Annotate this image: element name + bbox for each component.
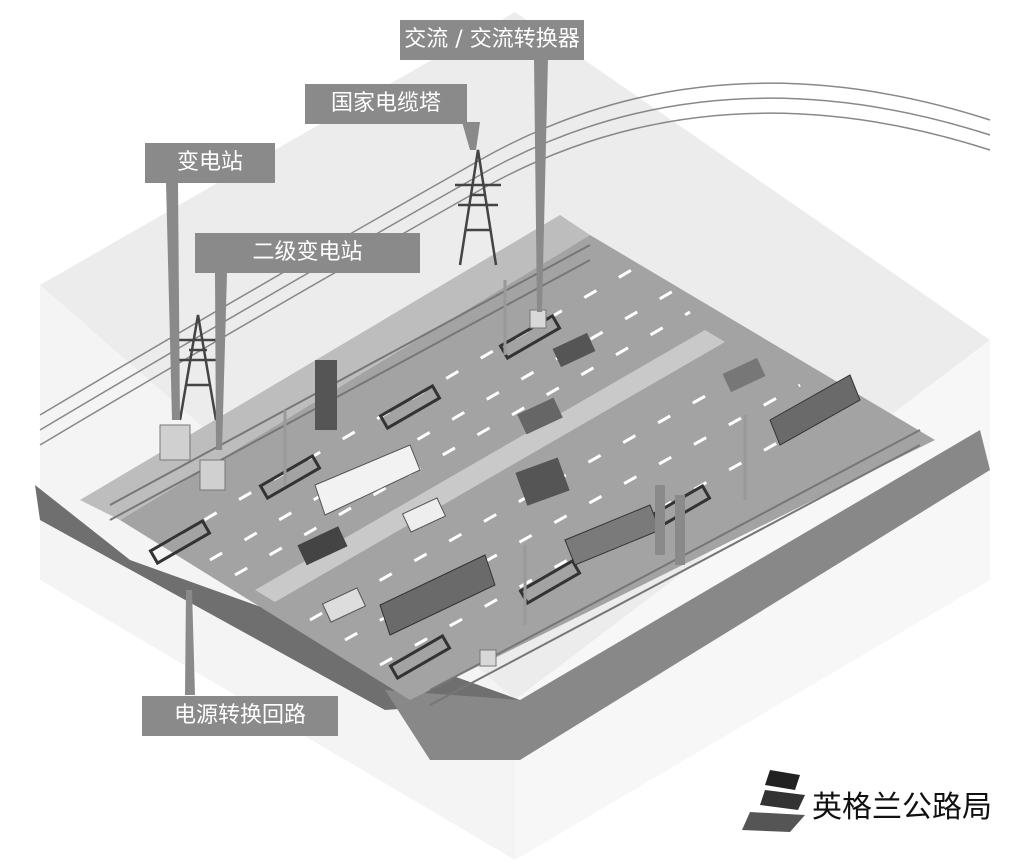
right-embankment xyxy=(385,430,990,760)
pylon-national-grid xyxy=(455,149,501,266)
substation-boxes xyxy=(159,309,547,667)
car-3 xyxy=(297,526,348,566)
ac-converter-label: 交流 / 交流转换器 xyxy=(400,20,584,60)
road-surface xyxy=(120,235,935,700)
truck-white xyxy=(314,444,421,516)
car-6 xyxy=(722,357,766,393)
power-switching-loop-label: 电源转换回路 xyxy=(142,696,338,736)
car-5 xyxy=(321,587,367,623)
substation-label: 变电站 xyxy=(145,143,275,183)
car-4 xyxy=(401,497,447,533)
car-1 xyxy=(517,397,563,435)
highways-england-logo-icon xyxy=(742,770,805,832)
pylon-substation xyxy=(175,314,221,421)
van xyxy=(515,457,570,506)
central-reservation xyxy=(255,330,725,602)
car-2 xyxy=(552,332,596,368)
highways-england-logo-text: 英格兰公路局 xyxy=(812,790,992,825)
truck-dark-right xyxy=(769,374,861,446)
fence-left xyxy=(109,244,591,521)
vehicles xyxy=(297,332,861,636)
left-embankment xyxy=(35,485,520,710)
street-lamps xyxy=(283,280,747,625)
roadside-signs xyxy=(315,360,685,565)
truck-dark-bottom xyxy=(379,554,496,636)
secondary-substation-label: 二级变电站 xyxy=(195,233,420,273)
national-grid-tower-label: 国家电缆塔 xyxy=(305,84,467,124)
label-leaders xyxy=(166,58,548,695)
